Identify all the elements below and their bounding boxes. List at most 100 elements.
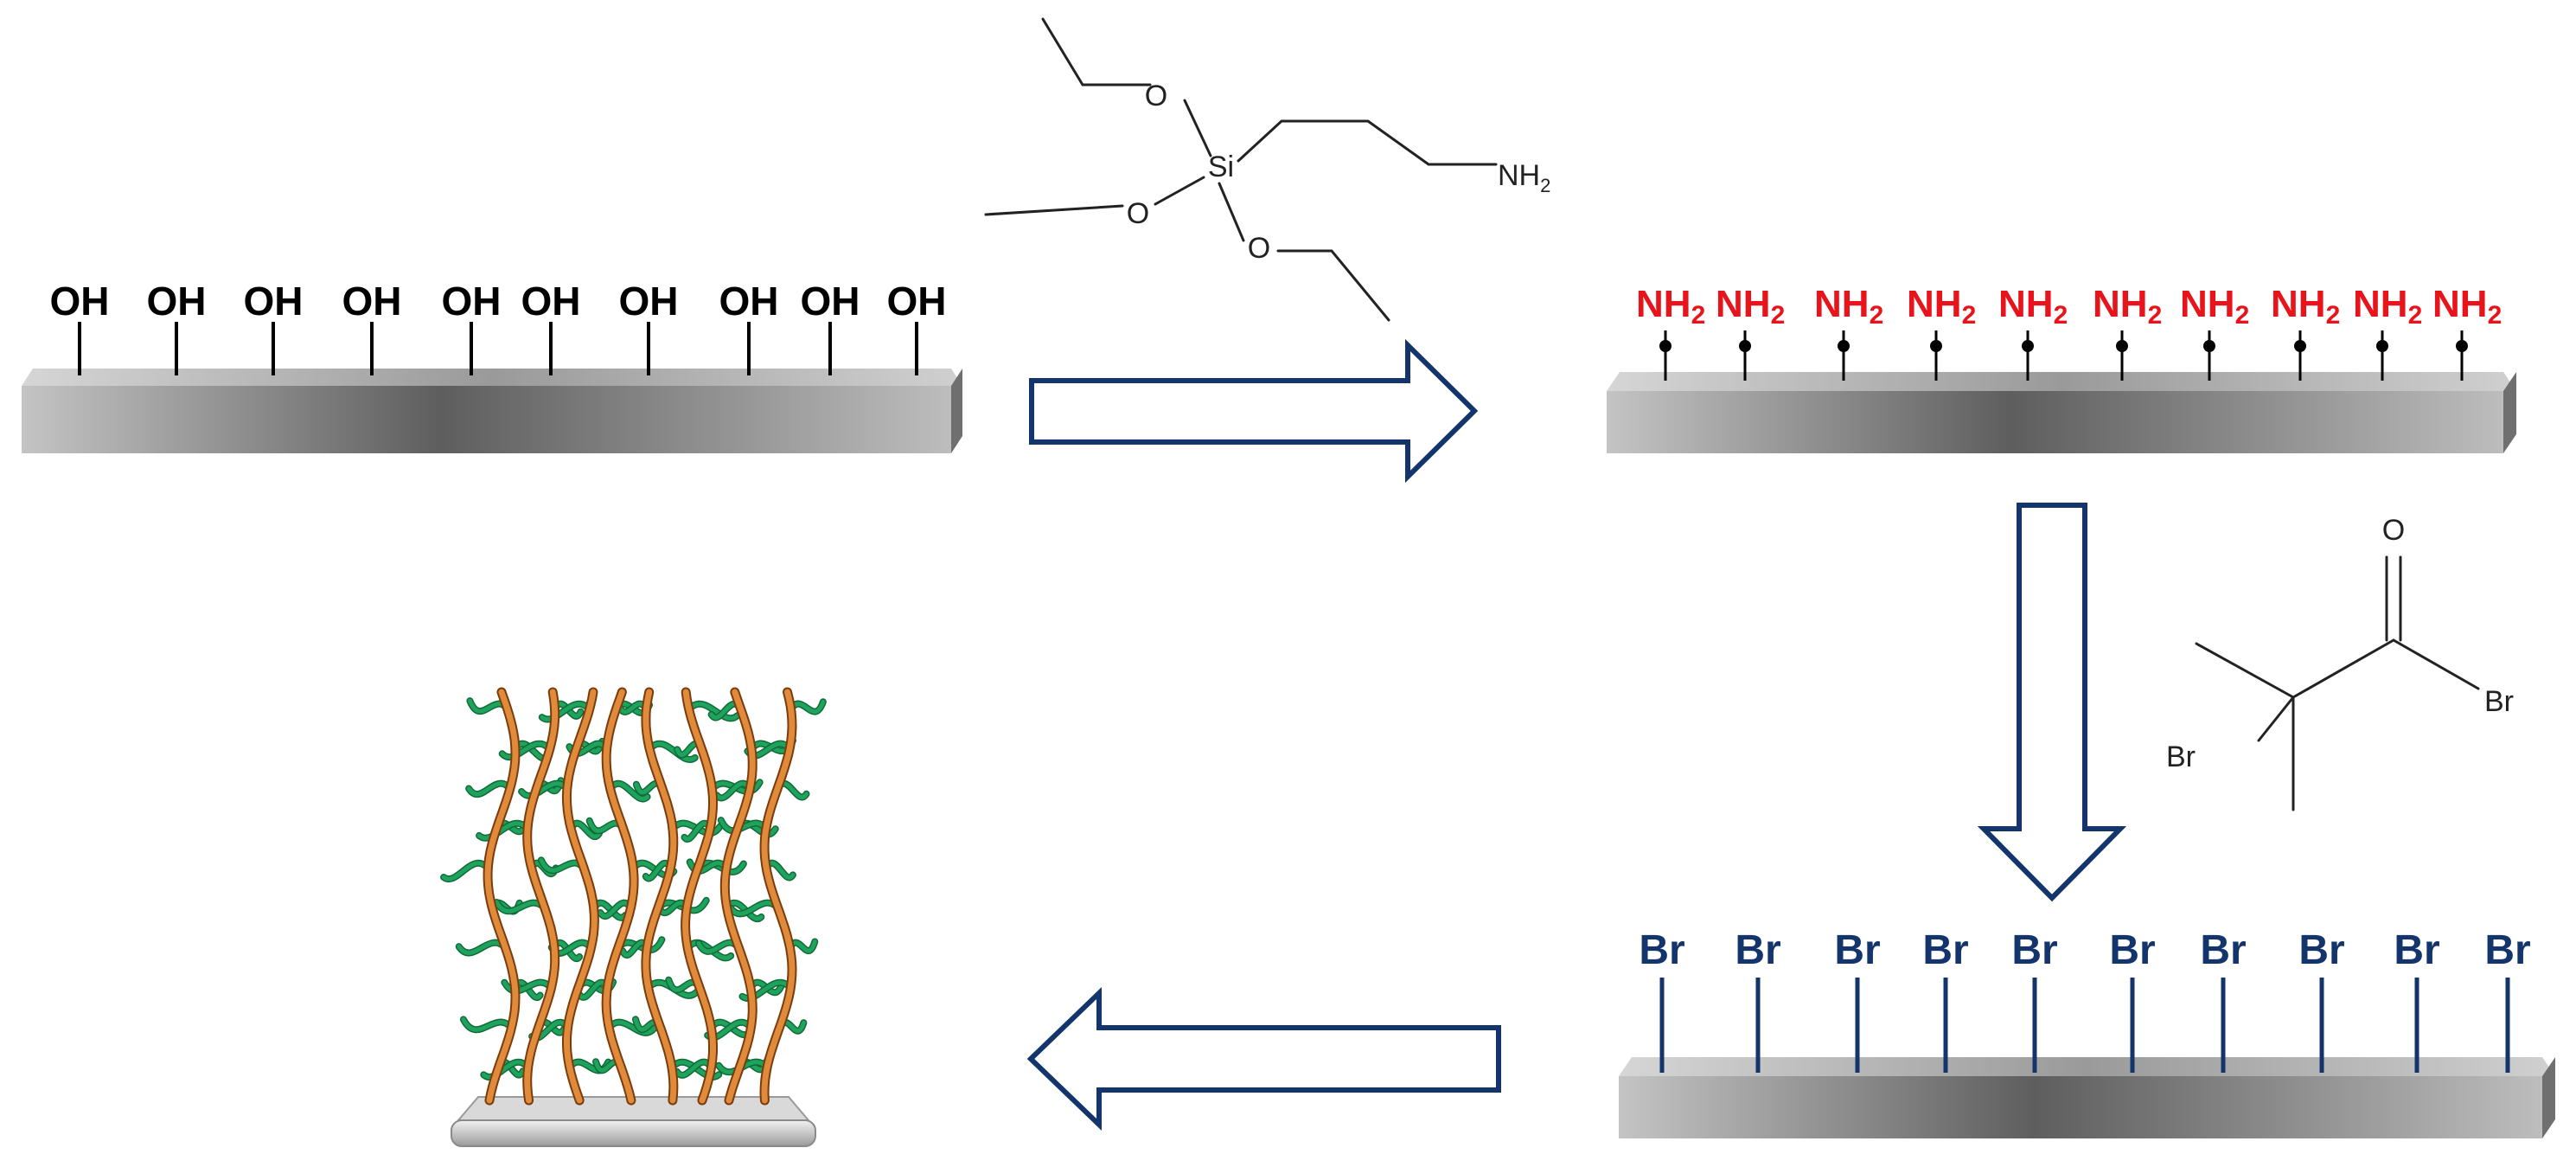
amine-anchor-dot: [1838, 340, 1850, 352]
amine-label: NH2: [1814, 283, 1883, 330]
aptes-silicon: Si: [1208, 151, 1234, 183]
brush-backbone: [721, 689, 756, 1104]
hydroxyl-group: OH: [147, 279, 207, 375]
brush-sidechain: [519, 781, 570, 798]
hydroxyl-label: OH: [719, 279, 779, 324]
amine-label: NH2: [1636, 283, 1705, 330]
hydroxyl-label: OH: [619, 279, 679, 324]
hydroxyl-group: OH: [719, 279, 779, 375]
brush-sidechain: [740, 980, 793, 1001]
bromide-group: Br: [1735, 927, 1781, 1073]
brush-sidechain: [441, 861, 490, 882]
brush-sidechain: [461, 1016, 514, 1032]
hydroxyl-label: OH: [801, 279, 860, 324]
hydroxyl-group: OH: [521, 279, 581, 375]
amine-label: NH2: [2271, 283, 2340, 330]
bromide-label: Br: [2200, 927, 2246, 973]
bromide-label: Br: [2109, 927, 2155, 973]
bromide-label: Br: [1639, 927, 1684, 973]
bromide-group: Br: [2484, 927, 2531, 1073]
bromide-group: Br: [2011, 927, 2058, 1073]
slab-front-face: [1619, 1076, 2542, 1138]
bromide-group: Br: [1639, 927, 1685, 1073]
bromide-group: Br: [2298, 927, 2345, 1073]
bibb-oxygen: O: [2382, 514, 2405, 547]
slab-front-face: [22, 386, 951, 453]
reagent-bibb-structure: O Br Br: [2166, 514, 2514, 811]
bromide-label: Br: [2011, 927, 2057, 973]
amine-anchor-dot: [2022, 340, 2034, 352]
slab-top-face: [22, 369, 962, 386]
brush-backbone: [682, 689, 717, 1104]
brush-sidechain: [687, 702, 740, 721]
amine-group: NH2: [1998, 283, 2068, 381]
amine-label: NH2: [1907, 283, 1976, 330]
bromide-group: Br: [2394, 927, 2440, 1073]
amine-label: NH2: [2432, 283, 2502, 330]
brush-base-plate: [451, 1096, 816, 1147]
hydroxyl-group: OH: [801, 279, 860, 375]
aptes-bonds: [984, 17, 1498, 322]
brush-sidechain: [476, 821, 530, 841]
amine-label: NH2: [2093, 283, 2162, 330]
brush-backbone: [484, 689, 519, 1104]
bromide-label: Br: [1834, 927, 1880, 973]
amine-anchor-dot: [2294, 340, 2306, 352]
hydroxyl-label: OH: [147, 279, 207, 324]
amine-group: NH2: [2093, 283, 2162, 381]
brush-chains: [440, 687, 827, 1106]
brush-backbone: [642, 689, 677, 1104]
slab-top-face: [1607, 372, 2516, 391]
amine-label: NH2: [1716, 283, 1785, 330]
hydroxyl-label: OH: [442, 279, 502, 324]
hydroxyl-label: OH: [521, 279, 581, 324]
bromide-label: Br: [1735, 927, 1780, 973]
amine-group: NH2: [2353, 283, 2422, 381]
bromide-label: Br: [1922, 927, 1968, 973]
brush-backbone: [563, 689, 598, 1104]
brush-backbone: [761, 689, 796, 1104]
aptes-oxygen-1: O: [1145, 80, 1167, 112]
amine-group: NH2: [2432, 283, 2502, 381]
amine-group: NH2: [2271, 283, 2340, 381]
brush-sidechain: [466, 781, 513, 797]
amine-label: NH2: [2180, 283, 2249, 330]
substrate-hydroxyl: OH OH OH OH OH OH OH OH OH OH: [22, 279, 962, 453]
amine-anchor-dot: [2456, 340, 2468, 352]
hydroxyl-group: OH: [342, 279, 402, 375]
hydroxyl-group: OH: [887, 279, 947, 375]
hydroxyl-label: OH: [244, 279, 304, 324]
substrate-bromide: Br Br Br Br Br Br Br Br Br Br: [1619, 927, 2555, 1138]
brush-backbone: [603, 689, 637, 1104]
hydroxyl-group: OH: [50, 279, 110, 375]
amine-label: NH2: [2353, 283, 2422, 330]
brush-sidechain: [500, 741, 553, 760]
bromide-label: Br: [2298, 927, 2344, 973]
bromide-group: Br: [2109, 927, 2156, 1073]
amine-anchor-dot: [2203, 340, 2215, 352]
bromide-group: Br: [2200, 927, 2247, 1073]
slab-side-face: [2542, 1057, 2555, 1138]
amine-group: NH2: [1716, 283, 1785, 381]
brush-backbone: [524, 689, 559, 1104]
arrow-step1-right: [1029, 338, 1479, 484]
amine-group: NH2: [1907, 283, 1976, 381]
brush-sidechain: [647, 741, 698, 762]
slab-front-face: [1607, 391, 2503, 453]
aptes-amine: NH2: [1498, 159, 1550, 196]
amine-group: NH2: [1814, 283, 1883, 381]
arrow-step3-left: [1026, 986, 1501, 1132]
brush-sidechain: [606, 1020, 658, 1036]
hydroxyl-group: OH: [619, 279, 679, 375]
amine-anchor-dot: [1659, 340, 1672, 352]
slab-side-face: [951, 369, 962, 453]
brush-sidechain: [540, 702, 592, 721]
bromide-label: Br: [2394, 927, 2439, 973]
hydroxyl-groups: OH OH OH OH OH OH OH OH OH OH: [50, 279, 947, 375]
amine-group: NH2: [1636, 283, 1705, 381]
bibb-bonds: [2195, 555, 2480, 811]
hydroxyl-group: OH: [244, 279, 304, 375]
